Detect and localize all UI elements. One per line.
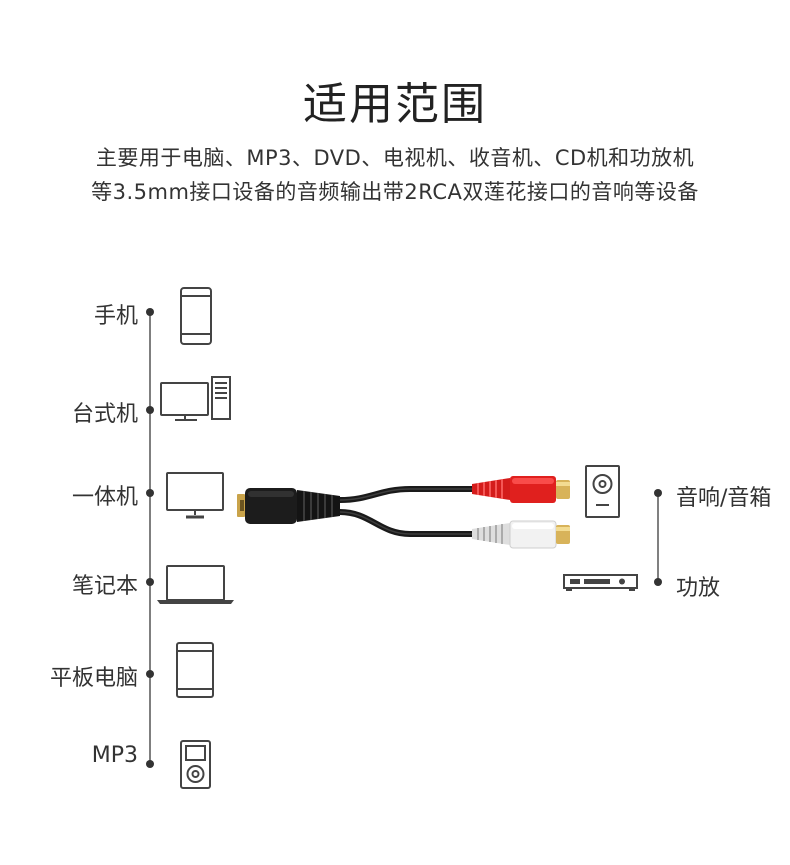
source-timeline	[146, 308, 154, 768]
rca-y-cable-image	[237, 476, 570, 549]
tablet-icon	[176, 642, 214, 698]
laptop-icon	[157, 565, 234, 604]
description-line-2: 等3.5mm接口设备的音频输出带2RCA双莲花接口的音响等设备	[91, 180, 699, 204]
source-label-mp3: MP3	[91, 743, 138, 768]
mp3-player-icon	[180, 740, 211, 789]
desktop-computer-icon	[160, 376, 231, 421]
speaker-icon	[585, 465, 620, 518]
page-title: 适用范围	[303, 79, 487, 130]
amplifier-icon	[563, 574, 638, 591]
all-in-one-pc-icon	[166, 472, 224, 519]
source-label-laptop: 笔记本	[71, 574, 138, 599]
source-label-tablet: 平板电脑	[49, 666, 138, 691]
smartphone-icon	[180, 287, 212, 345]
description-line-1: 主要用于电脑、MP3、DVD、电视机、收音机、CD机和功放机	[95, 146, 695, 170]
destination-label-amplifier: 功放	[676, 576, 721, 601]
destination-timeline	[654, 489, 662, 586]
destination-label-speaker: 音响/音箱	[676, 486, 772, 511]
source-label-desktop: 台式机	[71, 402, 138, 427]
source-label-all-in-one: 一体机	[71, 485, 138, 510]
source-label-phone: 手机	[93, 304, 138, 329]
